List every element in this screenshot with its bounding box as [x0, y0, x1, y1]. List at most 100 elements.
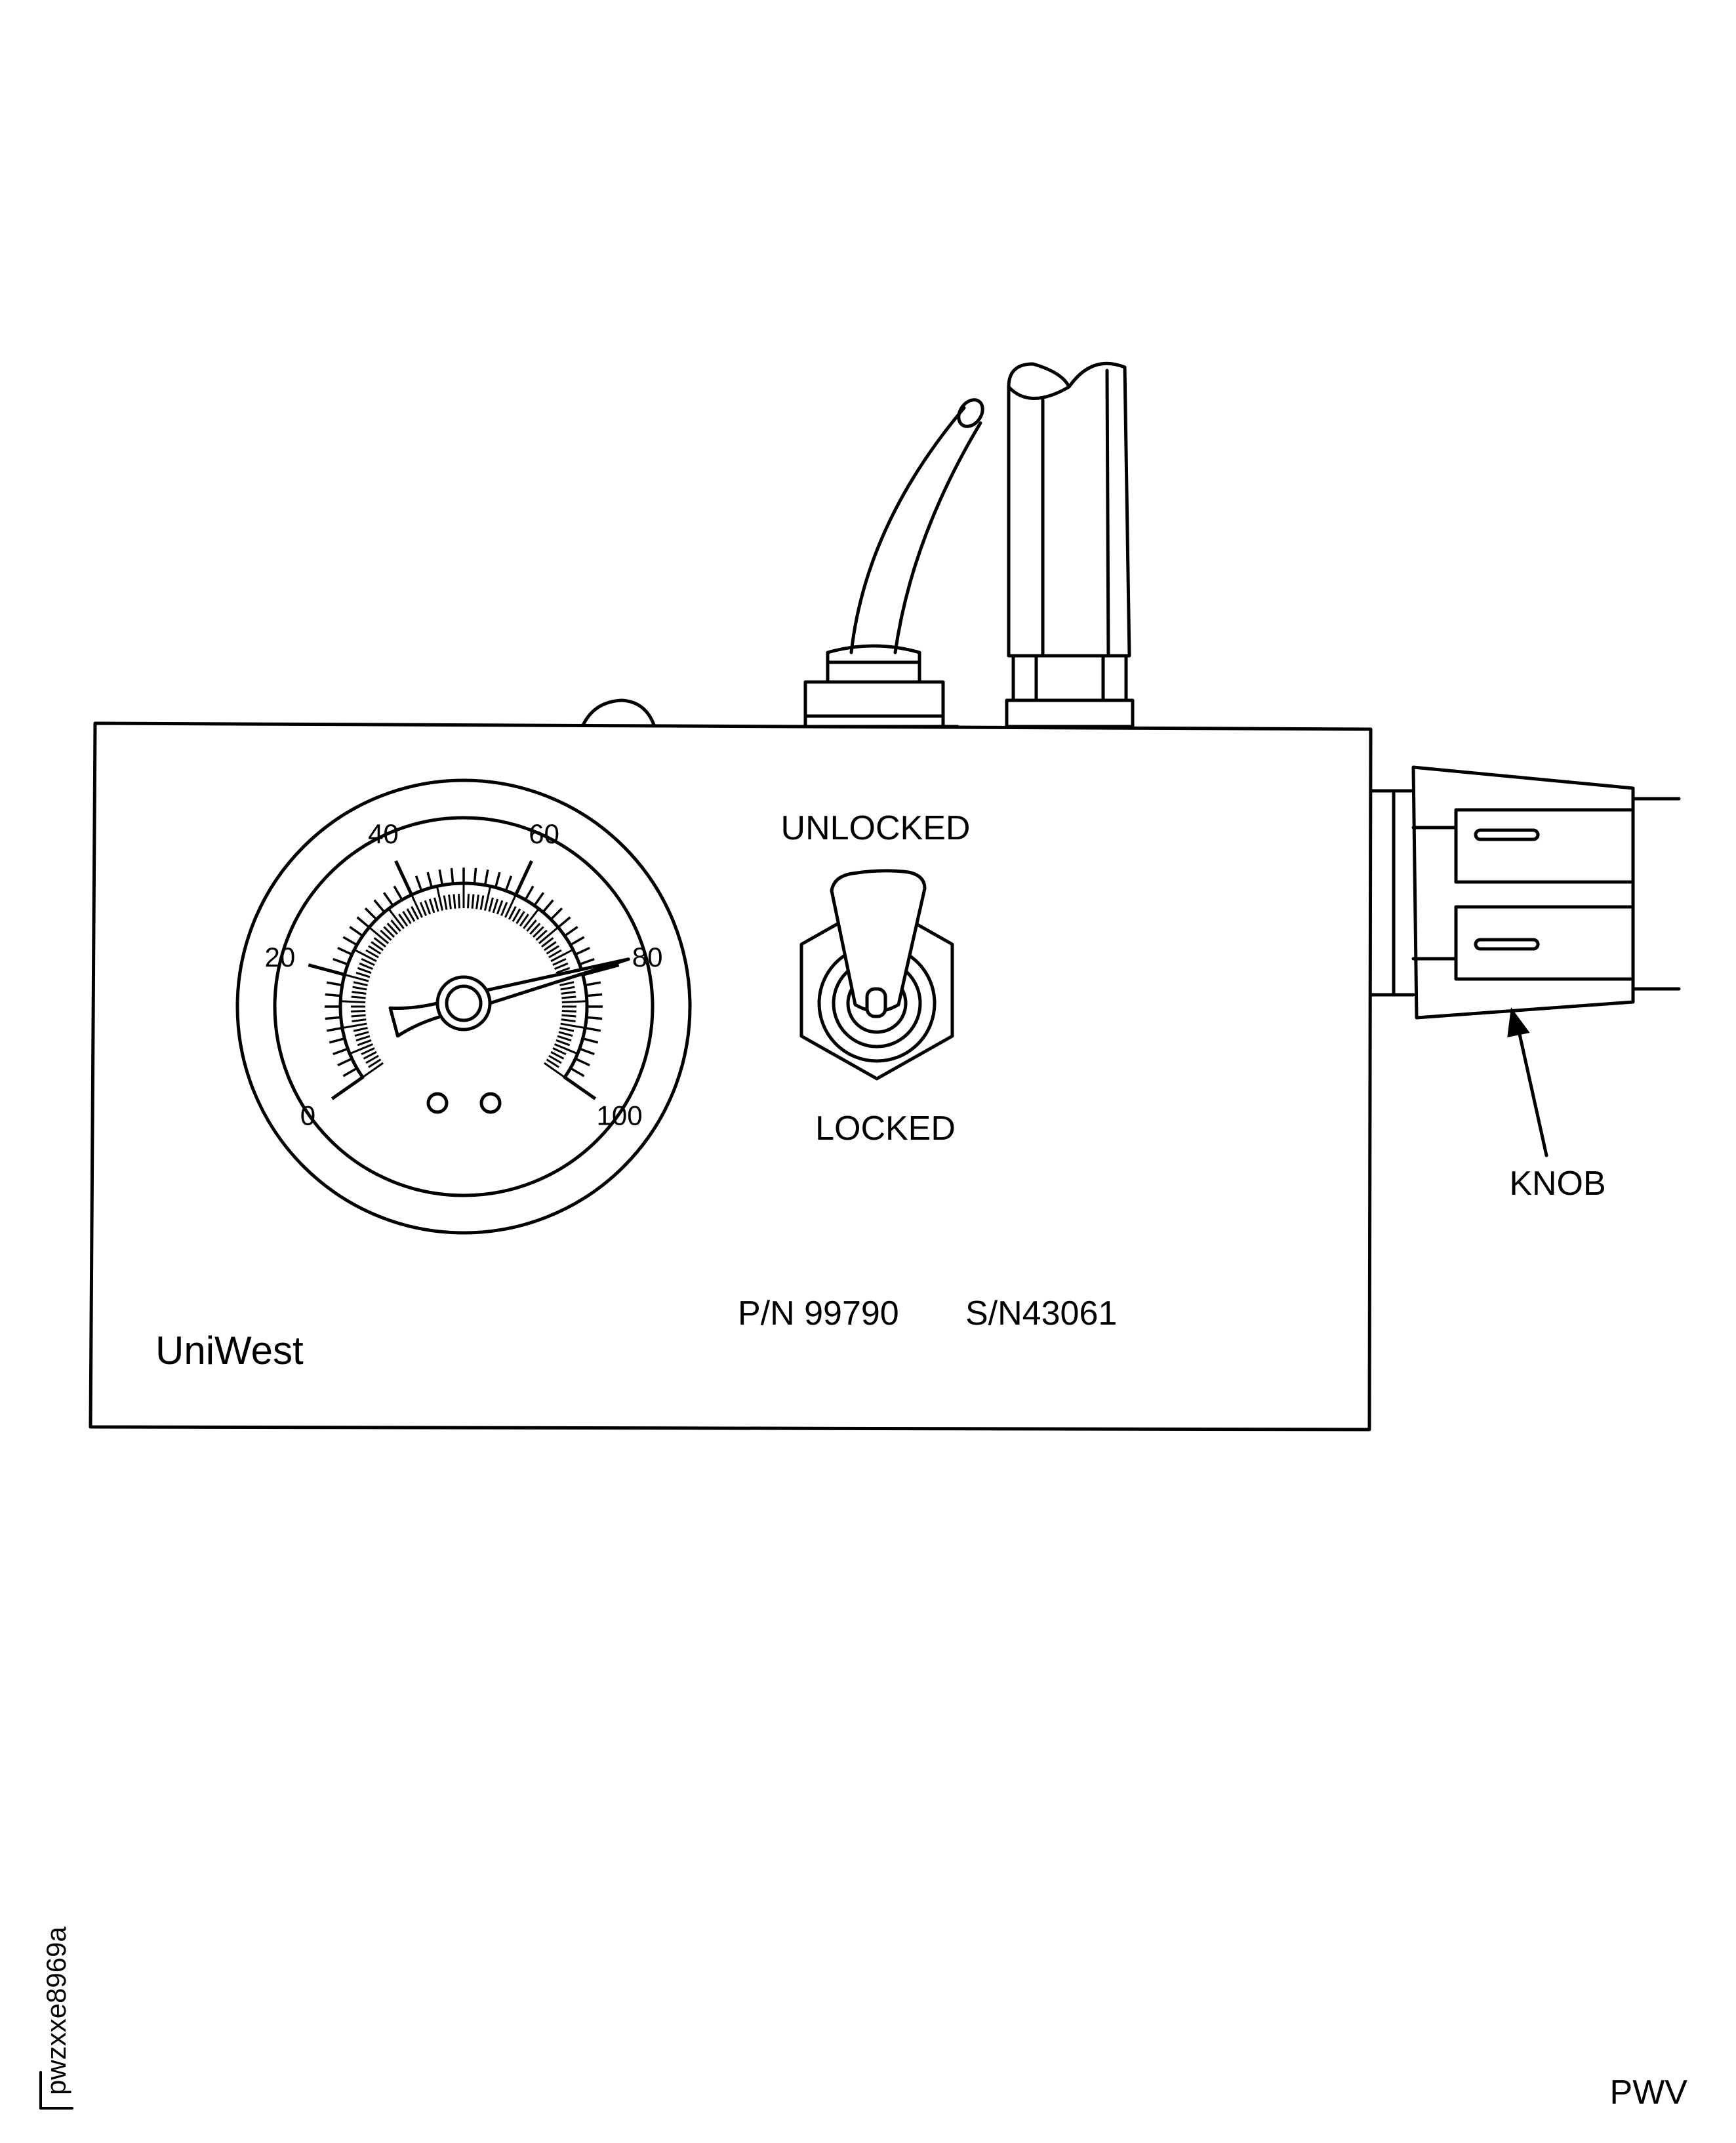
gauge-tick: [388, 908, 405, 929]
gauge-tick: [356, 916, 371, 929]
gauge-tick-label: 80: [632, 942, 663, 972]
gauge-tick: [538, 927, 559, 944]
gauge-tick: [561, 991, 576, 995]
gauge-tick: [450, 868, 454, 884]
lock-toggle-switch[interactable]: [799, 869, 954, 1081]
knob-callout-arrow: [1507, 1007, 1548, 1157]
gauge-tick: [402, 911, 412, 925]
gauge-tick: [361, 957, 375, 966]
gauge-tick: [548, 949, 562, 959]
gauge-tick: [546, 1058, 559, 1068]
gauge-tick: [438, 869, 444, 886]
gauge-tick: [390, 919, 401, 932]
gauge-tick: [561, 995, 576, 999]
gauge-tick-label: 60: [529, 818, 559, 849]
gauge-tick: [364, 907, 378, 921]
gauge-tick: [382, 892, 394, 907]
gauge-tick: [361, 1047, 375, 1056]
gauge-tick: [563, 1075, 597, 1100]
gauge-tick: [575, 946, 590, 956]
gauge-tick: [434, 897, 439, 912]
gauge-tick: [535, 929, 548, 941]
gauge-tick: [471, 894, 475, 909]
gauge-tick-label: 100: [597, 1100, 643, 1131]
gauge-tick: [344, 973, 369, 982]
gauge-tick: [325, 993, 341, 997]
gauge-tick: [569, 1067, 585, 1077]
gauge-tick: [584, 1026, 601, 1032]
gauge-tick: [475, 894, 479, 910]
gauge-tick: [523, 908, 540, 929]
gauge-tick: [560, 986, 575, 991]
gauge-dot: [426, 1092, 449, 1114]
knob-label: KNOB: [1509, 1165, 1605, 1203]
gauge-tick: [351, 1010, 366, 1013]
gauge-tick: [550, 1051, 565, 1060]
gauge-tick: [582, 1037, 599, 1044]
gauge-tick: [368, 945, 382, 955]
gauge-tick: [342, 1067, 358, 1077]
gauge-tick: [494, 871, 501, 888]
gauge-tick: [363, 1051, 377, 1060]
gauge-tick: [435, 886, 443, 911]
knob[interactable]: [1369, 765, 1681, 1020]
gauge-tick: [352, 1018, 367, 1022]
gauge-tick: [533, 892, 545, 907]
gauge-tick: [357, 967, 372, 974]
gauge-tick: [357, 1039, 372, 1047]
gauge-tick: [352, 991, 367, 995]
gauge-tick: [414, 875, 423, 891]
gauge-tick: [561, 1018, 576, 1022]
gauge-tick-label: 40: [368, 818, 399, 849]
hose-fitting: [788, 398, 984, 729]
switch-hex-nut: [799, 900, 954, 1081]
gauge-tick: [353, 981, 368, 986]
gauge-tick: [484, 886, 492, 911]
gauge-tick: [560, 1022, 586, 1030]
gauge-tick: [355, 1035, 371, 1042]
gauge-tick: [369, 927, 390, 944]
gauge-tick: [362, 1062, 384, 1079]
gauge-tick: [508, 906, 517, 920]
gauge-tick: [496, 900, 504, 915]
figure-id-marker: [39, 2071, 73, 2110]
gauge-tick: [371, 941, 384, 951]
gauge-tick: [548, 1054, 562, 1064]
gauge-tick: [419, 902, 427, 916]
gauge-tick: [561, 1000, 587, 1003]
gauge-tick: [524, 885, 535, 901]
gauge-tick: [342, 1022, 367, 1030]
gauge-tick: [559, 981, 575, 986]
gauge-tick: [337, 1057, 353, 1067]
gauge-tick: [383, 926, 395, 938]
gauge-tick: [393, 885, 403, 901]
brand-name: UniWest: [155, 1329, 304, 1372]
gauge-tick: [467, 894, 470, 909]
gauge-tick: [550, 907, 563, 921]
gauge-tick: [563, 925, 578, 937]
gauge-tick: [546, 945, 559, 955]
gauge-tick: [526, 919, 537, 932]
gauge-tick: [380, 929, 392, 941]
locked-label: LOCKED: [815, 1110, 956, 1148]
gauge-tick: [555, 967, 571, 974]
gauge-tick: [529, 923, 541, 935]
gauge-tick: [333, 1047, 348, 1056]
gauge-tick: [308, 963, 346, 976]
gauge-tick: [368, 1058, 382, 1068]
gauge-tick: [586, 1016, 603, 1020]
gauge-tick: [561, 1014, 576, 1018]
gauge-tick: [349, 925, 364, 937]
gauge-tick: [488, 897, 494, 912]
gauge-tick: [386, 923, 398, 935]
top-bump: [580, 698, 656, 729]
gauge-tick: [426, 871, 434, 888]
gauge-tick: [359, 962, 373, 970]
gauge-tick: [398, 913, 409, 927]
gauge-tick: [552, 1047, 567, 1056]
gauge-hub-inner: [445, 984, 483, 1022]
gauge-tick: [542, 899, 554, 913]
serial-number: S/N43061: [965, 1294, 1117, 1332]
